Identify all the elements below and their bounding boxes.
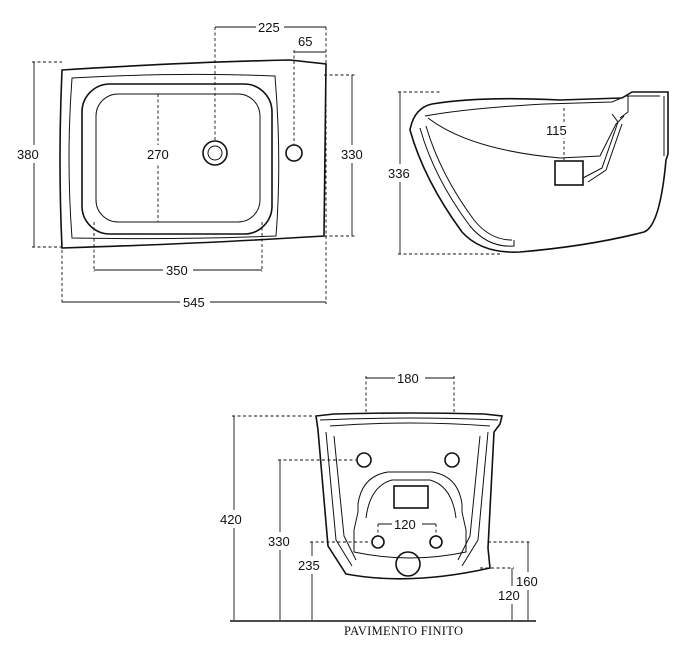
dim-420: 420	[220, 512, 242, 527]
front-trap	[393, 485, 429, 509]
lower-right-hole	[429, 535, 443, 549]
dim-330-side: 330	[341, 147, 363, 162]
front-body-outline	[315, 412, 503, 580]
dim-330-front: 330	[268, 534, 290, 549]
dim-350: 350	[166, 263, 188, 278]
dim-180: 180	[397, 371, 419, 386]
side-trap	[554, 160, 584, 186]
dim-65: 65	[298, 34, 312, 49]
dim-235: 235	[298, 558, 320, 573]
front-recess	[353, 471, 467, 559]
dim-225: 225	[258, 20, 280, 35]
lower-left-hole	[371, 535, 385, 549]
bowl-outer-outline	[81, 83, 273, 235]
basin-rim-outline	[68, 73, 280, 240]
dim-115: 115	[546, 123, 567, 138]
dim-160: 160	[516, 574, 538, 589]
dim-270: 270	[147, 147, 169, 162]
basin-outer-outline	[59, 59, 327, 249]
floor-label: PAVIMENTO FINITO	[344, 624, 463, 638]
side-bowl-curve	[427, 115, 625, 159]
side-hole	[285, 144, 303, 162]
dim-336: 336	[388, 166, 410, 181]
upper-left-hole	[356, 452, 372, 468]
side-inner-outline	[424, 95, 660, 117]
side-body-outline	[409, 91, 669, 253]
upper-right-hole	[444, 452, 460, 468]
side-lower-shell-2	[425, 125, 513, 241]
front-view: 180 120 420 330 235 160 120 PAVIMENTO FI…	[218, 370, 544, 638]
tap-hole	[202, 140, 228, 166]
dim-380: 380	[17, 147, 39, 162]
dim-120-holes: 120	[394, 517, 416, 532]
tap-hole-inner	[207, 145, 223, 161]
side-lower-shell	[419, 127, 515, 247]
drain-outlet	[395, 551, 421, 577]
side-view: 336 115	[386, 91, 669, 255]
dim-120-floor: 120	[498, 588, 520, 603]
top-view: 380 330 270 225 65 350 545	[10, 19, 371, 310]
dim-545: 545	[183, 295, 205, 310]
bowl-inner-outline	[95, 93, 261, 223]
